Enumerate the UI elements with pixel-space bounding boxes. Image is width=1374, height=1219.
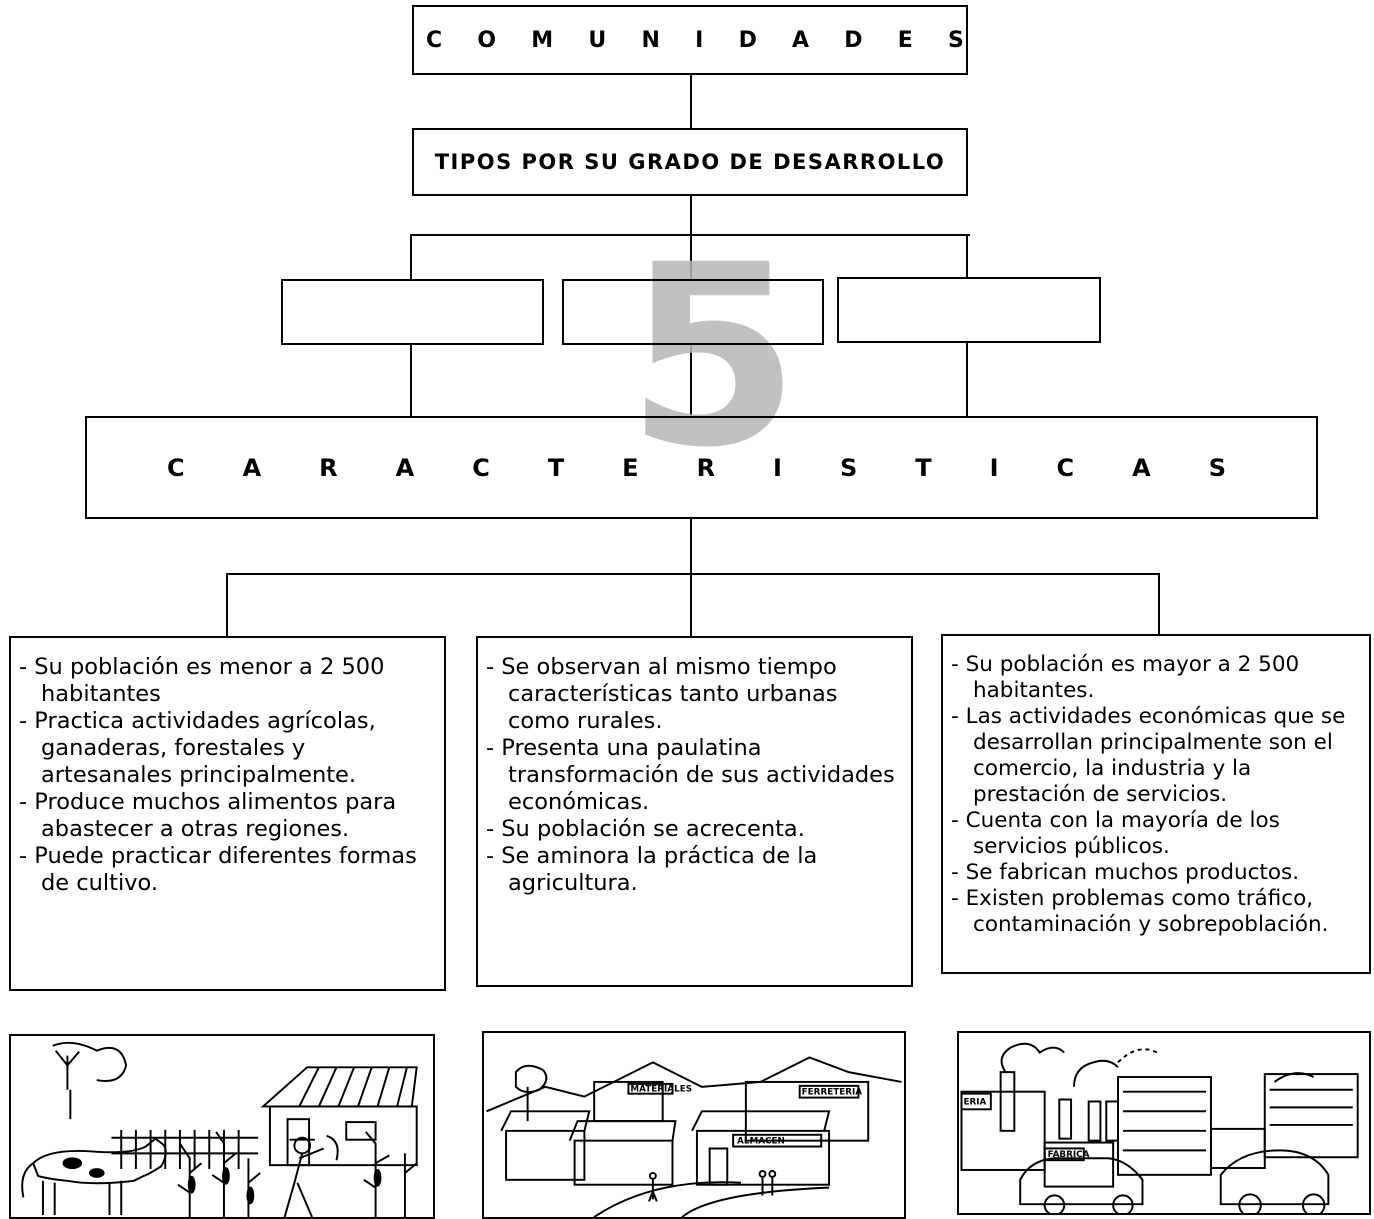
list-item: - Puede practicar diferentes formas de c… <box>19 843 424 896</box>
list-item: - Las actividades económicas que se desa… <box>951 704 1353 807</box>
connector-branch-middle <box>690 234 692 280</box>
connector-types-branch <box>690 194 692 236</box>
connector-right-down <box>966 342 968 418</box>
sign-fabrica: FABRICA <box>1048 1150 1090 1160</box>
urban-scene-svg: ERIA FABRICA <box>960 1042 1359 1213</box>
characteristics-column-rural: - Su población es menor a 2 500 habitant… <box>9 636 446 991</box>
list-item: - Se aminora la práctica de la agricultu… <box>486 843 825 896</box>
root-title: C O M U N I D A D E S <box>426 7 964 73</box>
char-letter: A <box>1132 453 1151 482</box>
characteristics-list: - Se observan al mismo tiempo caracterís… <box>486 654 897 897</box>
char-letter: T <box>547 453 565 482</box>
char-letter: A <box>242 453 262 482</box>
type-box-right[interactable] <box>837 277 1101 343</box>
char-letter: C <box>1056 453 1075 482</box>
list-item: - Cuenta con la mayoría de los servicios… <box>951 808 1287 859</box>
connector-bottom-right <box>1158 573 1160 636</box>
semiurban-scene-svg: MATERIALES FERRETERIA ALMACEN <box>486 1056 902 1217</box>
char-letter: C <box>472 453 490 482</box>
root-letter: D <box>844 27 863 53</box>
rural-scene-svg <box>21 1041 418 1217</box>
connector-middle-down <box>690 344 692 418</box>
list-item: - Se fabrican muchos productos. <box>951 860 1300 885</box>
type-box-middle[interactable] <box>562 279 824 345</box>
root-letter: D <box>738 27 757 53</box>
characteristics-column-urban: - Su población es mayor a 2 500 habitant… <box>941 634 1371 974</box>
root-letter: M <box>531 27 554 53</box>
char-letter: I <box>773 453 782 482</box>
char-letter: T <box>915 453 932 482</box>
root-letter: U <box>588 27 607 53</box>
char-letter: S <box>1208 453 1226 482</box>
root-letter: S <box>948 27 964 53</box>
root-letter: C <box>426 27 443 53</box>
list-item: - Produce muchos alimentos para abastece… <box>19 789 404 842</box>
root-letter: E <box>897 27 913 53</box>
char-letter: C <box>167 453 185 482</box>
root-letter: A <box>792 27 810 53</box>
sign-materiales: MATERIALES <box>630 1085 692 1095</box>
list-item: - Su población se acrecenta. <box>486 816 805 842</box>
root-letter: O <box>477 27 497 53</box>
connector-bottom-middle <box>690 573 692 637</box>
list-item: - Su población es menor a 2 500 habitant… <box>19 654 392 707</box>
sign-almacen: ALMACEN <box>737 1137 785 1147</box>
root-letter: I <box>695 27 704 53</box>
char-letter: E <box>622 453 639 482</box>
characteristics-list: - Su población es mayor a 2 500 habitant… <box>951 652 1363 938</box>
connector-bottom-left <box>226 573 228 637</box>
list-item: - Practica actividades agrícolas, ganade… <box>19 708 383 788</box>
char-letter: R <box>696 453 716 482</box>
list-item: - Presenta una paulatina transformación … <box>486 735 902 815</box>
characteristics-header-box: C A R A C T E R I S T I C A S <box>85 416 1318 519</box>
rural-illustration <box>9 1034 435 1219</box>
root-box-comunidades: C O M U N I D A D E S <box>412 5 968 75</box>
urban-illustration: ERIA FABRICA <box>957 1031 1371 1215</box>
sign-ferreteria: FERRETERIA <box>802 1088 863 1098</box>
mixed-illustration: MATERIALES FERRETERIA ALMACEN <box>482 1031 906 1219</box>
sign-eria: ERIA <box>963 1097 986 1107</box>
char-letter: S <box>839 453 858 482</box>
char-letter: R <box>319 453 338 482</box>
connector-char-down <box>690 517 692 575</box>
watermark-number: 5 <box>626 211 800 502</box>
type-box-left[interactable] <box>281 279 544 345</box>
list-item: - Se observan al mismo tiempo caracterís… <box>486 654 845 734</box>
characteristics-column-mixed: - Se observan al mismo tiempo caracterís… <box>476 636 913 987</box>
connector-branch-right <box>966 234 968 280</box>
char-letter: A <box>395 453 415 482</box>
list-item: - Su población es mayor a 2 500 habitant… <box>951 652 1307 703</box>
types-header-box: TIPOS POR SU GRADO DE DESARROLLO <box>412 128 968 196</box>
connector-left-down <box>410 344 412 418</box>
characteristics-title: C A R A C T E R I S T I C A S <box>167 418 1226 517</box>
characteristics-list: - Su población es menor a 2 500 habitant… <box>19 654 430 897</box>
types-header-label: TIPOS POR SU GRADO DE DESARROLLO <box>434 150 946 174</box>
root-letter: N <box>641 27 660 53</box>
list-item: - Existen problemas como tráfico, contam… <box>951 886 1329 937</box>
connector-bottom-horizontal <box>226 573 1160 575</box>
char-letter: I <box>989 453 999 482</box>
connector-root-types <box>690 74 692 130</box>
connector-branch-left <box>410 234 412 280</box>
